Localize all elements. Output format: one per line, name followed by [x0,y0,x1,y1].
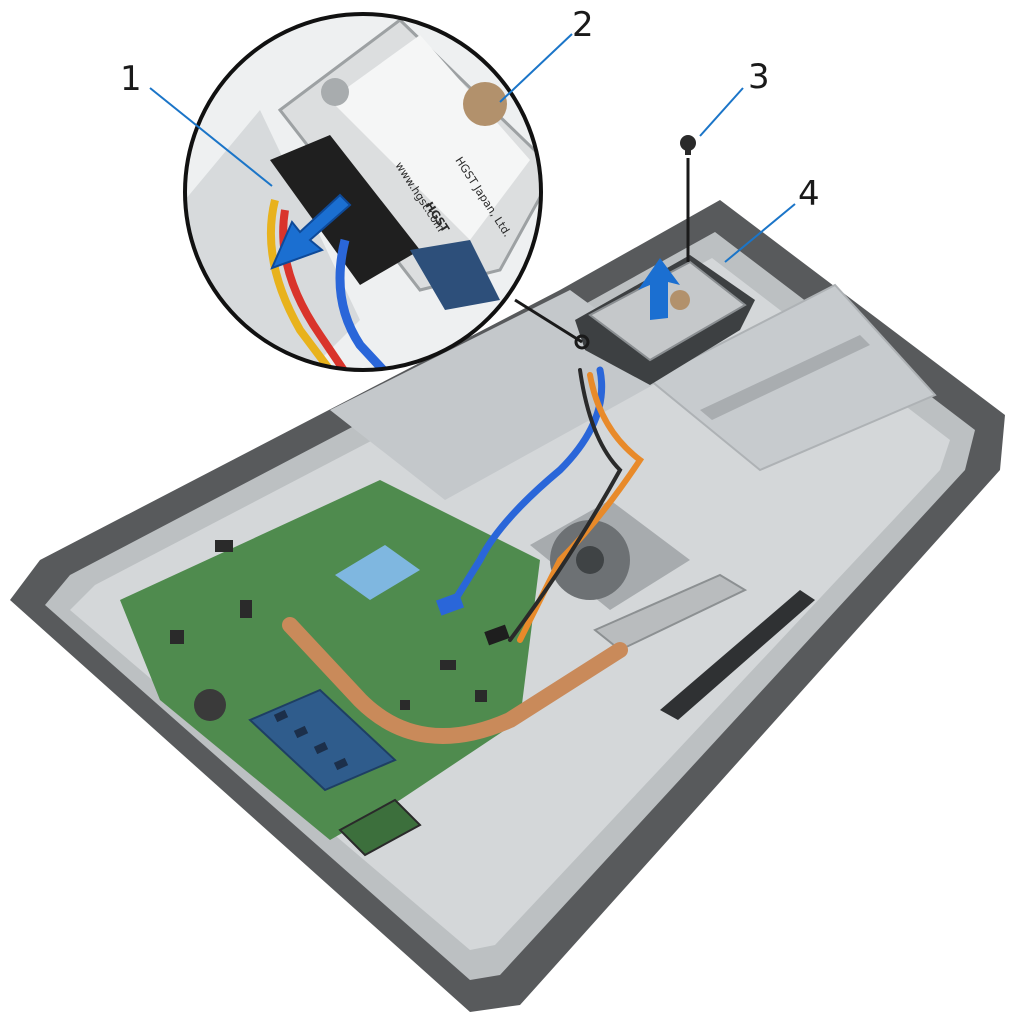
callout-numbers: 1 2 3 4 [120,5,820,214]
speaker-strip [660,590,815,720]
fan-hub [576,546,604,574]
leader-3 [699,87,744,137]
inset-drive-spindle [463,82,507,126]
cooling-assembly [282,500,748,744]
coin-cell-battery [194,689,226,721]
detail-inset: HGST HGST Japan, Ltd. www.hgst.com [183,12,590,372]
inset-border [183,12,543,372]
optical-slot [700,335,870,420]
sata-power-cable-black [508,368,623,642]
screw [680,135,696,155]
inset-target [574,334,590,350]
hard-drive-spindle [670,290,690,310]
callout-3: 3 [748,57,770,97]
inset-data-cable [335,238,389,370]
leader-4 [724,203,796,263]
heat-sink [593,573,748,652]
callout-4: 4 [798,174,820,214]
heat-pipe [282,617,628,744]
disconnect-arrow [270,193,352,270]
inset-pointer [514,298,583,344]
hard-drive-assembly [575,135,755,385]
display-cable [335,545,420,600]
sata-connector-board [435,592,465,616]
inset-power-wires-red [279,209,349,370]
lift-arrow [638,258,680,320]
callout-leaders [149,33,796,263]
power-connector-board [484,624,510,646]
memory-chips [273,709,349,771]
leader-2 [499,33,573,103]
wireless-card [338,798,422,857]
leader-1 [149,87,273,187]
inset-drive-label [330,35,530,240]
inset-drive-screw [321,78,349,106]
board-components [170,540,487,710]
callout-1: 1 [120,59,142,99]
inset-drive-pcb [410,240,500,310]
callout-2: 2 [572,5,594,45]
cables [435,366,645,646]
